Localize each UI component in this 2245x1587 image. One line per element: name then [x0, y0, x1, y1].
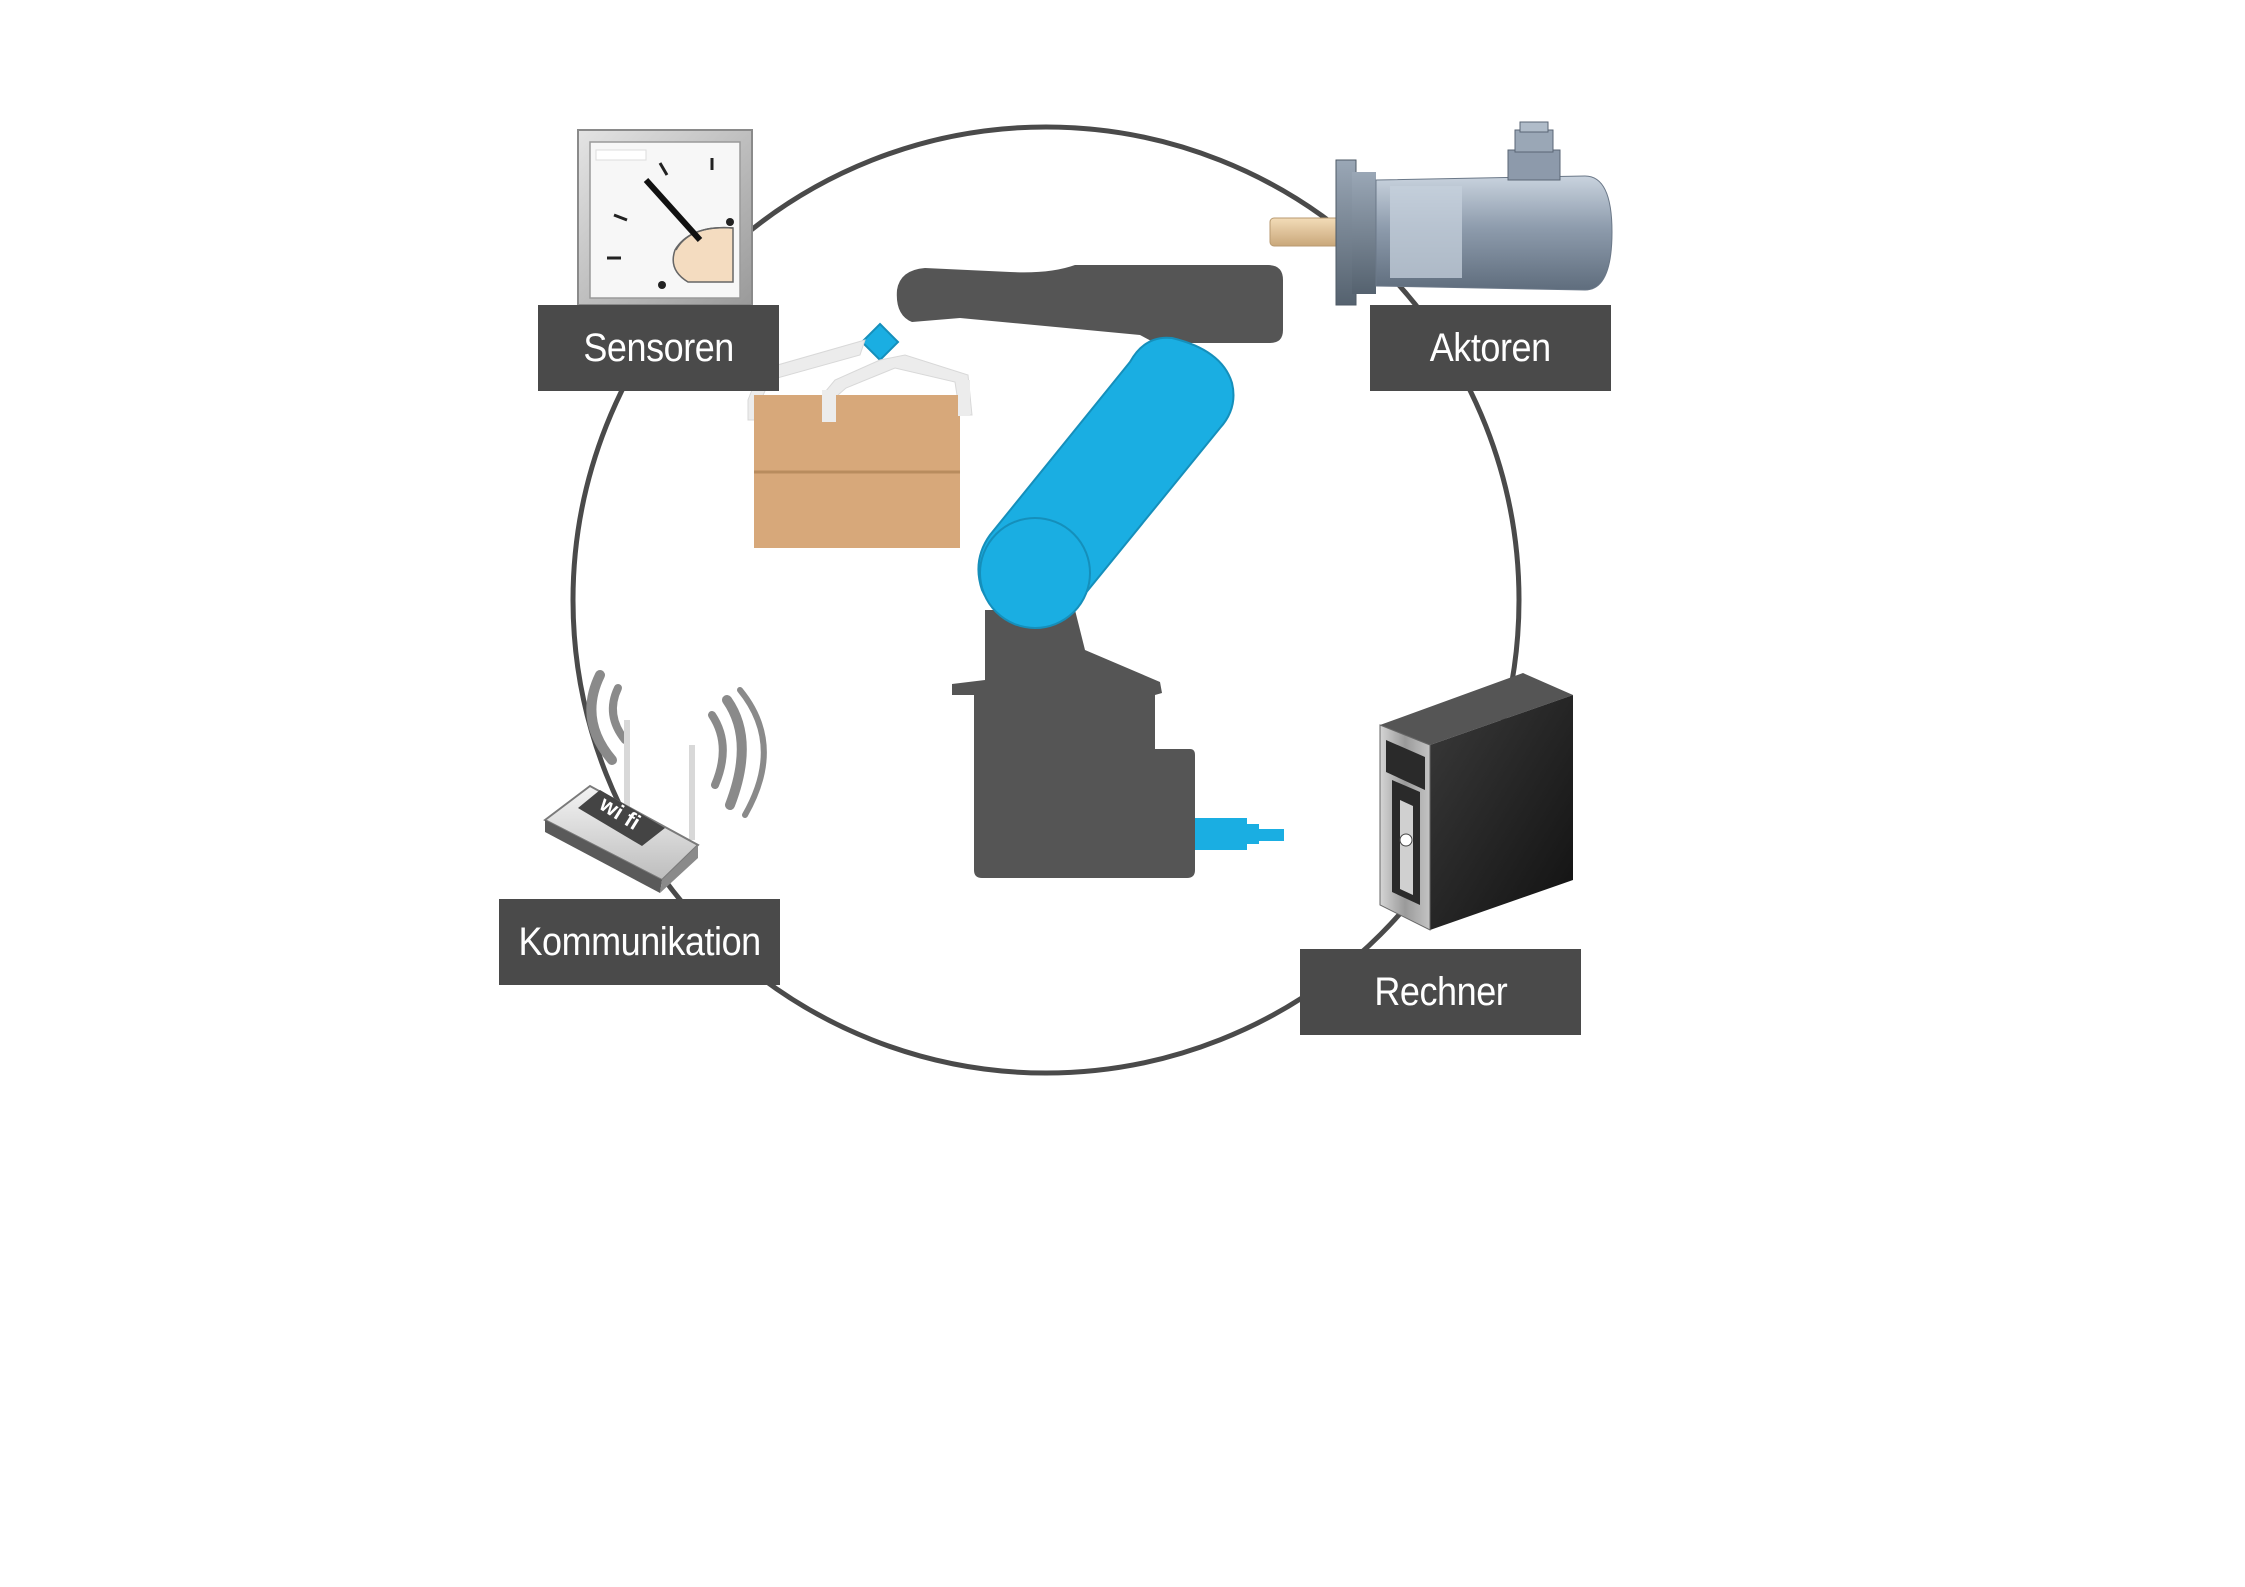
robot-upper-arm	[896, 265, 1283, 343]
cable-port	[1195, 818, 1247, 850]
servo-motor-icon	[1269, 121, 1613, 306]
analog-gauge-icon	[577, 129, 753, 306]
robot-base	[952, 610, 1195, 878]
computer-tower-icon	[1379, 673, 1573, 931]
label-aktoren: Aktoren	[1370, 305, 1611, 391]
label-kommunikation: Kommunikation	[499, 899, 780, 985]
label-rechner: Rechner	[1300, 949, 1581, 1035]
wifi-router-icon: wi fi	[543, 670, 767, 893]
label-sensoren: Sensoren	[538, 305, 779, 391]
robot-arm-icon	[747, 265, 1284, 878]
cycle-ring	[570, 124, 1522, 1076]
gripper-connector	[860, 322, 900, 362]
cardboard-box-icon	[754, 380, 970, 548]
